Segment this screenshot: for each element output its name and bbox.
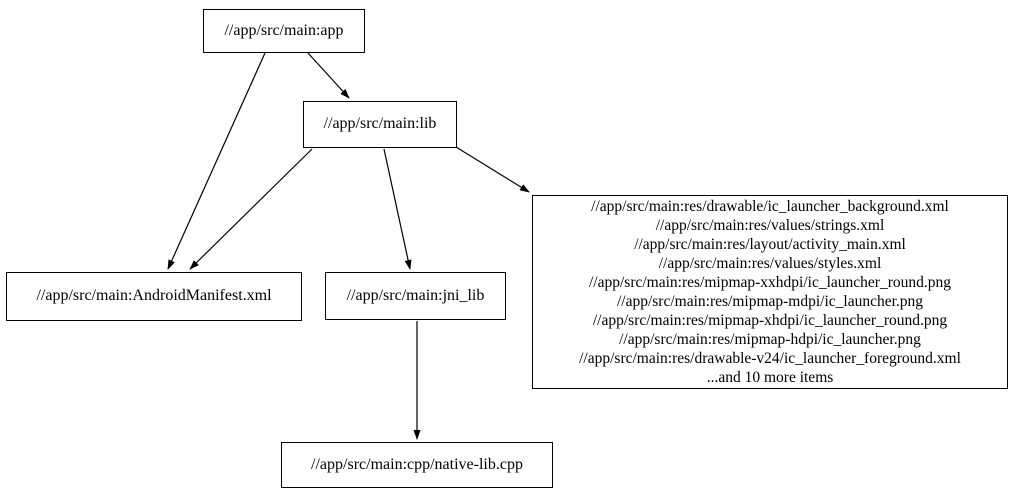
res-group-line: //app/src/main:res/values/styles.xml xyxy=(658,255,882,272)
edge-lib-to-res-group xyxy=(455,146,530,193)
res-group-line: //app/src/main:res/values/strings.xml xyxy=(655,217,885,234)
node-app-label: //app/src/main:app xyxy=(224,21,344,39)
edge-lib-to-jni-lib xyxy=(383,148,412,270)
node-jni-lib: //app/src/main:jni_lib xyxy=(325,272,506,320)
res-group-line: //app/src/main:res/mipmap-mdpi/ic_launch… xyxy=(616,293,924,310)
res-group-line: //app/src/main:res/mipmap-xxhdpi/ic_laun… xyxy=(588,274,951,291)
edge-lib-to-manifest xyxy=(189,148,313,270)
res-group-line: //app/src/main:res/mipmap-hdpi/ic_launch… xyxy=(619,331,921,348)
node-android-manifest-label: //app/src/main:AndroidManifest.xml xyxy=(36,287,272,305)
node-jni-lib-label: //app/src/main:jni_lib xyxy=(346,286,485,304)
edge-app-to-lib xyxy=(307,52,350,99)
node-app: //app/src/main:app xyxy=(203,9,365,53)
node-lib-label: //app/src/main:lib xyxy=(323,115,437,133)
node-lib: //app/src/main:lib xyxy=(303,101,457,148)
res-group-line: //app/src/main:res/drawable/ic_launcher_… xyxy=(591,198,949,215)
res-group-more-items: ...and 10 more items xyxy=(706,369,834,386)
res-group-line: //app/src/main:res/drawable-v24/ic_launc… xyxy=(579,350,961,367)
res-group-line: //app/src/main:res/mipmap-xhdpi/ic_launc… xyxy=(592,312,948,329)
node-native-lib-cpp-label: //app/src/main:cpp/native-lib.cpp xyxy=(311,455,523,473)
res-group-line: //app/src/main:res/layout/activity_main.… xyxy=(634,236,906,253)
edge-app-to-manifest xyxy=(167,52,266,270)
node-res-group: //app/src/main:res/drawable/ic_launcher_… xyxy=(532,195,1008,389)
node-native-lib-cpp: //app/src/main:cpp/native-lib.cpp xyxy=(281,442,553,488)
node-android-manifest: //app/src/main:AndroidManifest.xml xyxy=(6,272,302,321)
